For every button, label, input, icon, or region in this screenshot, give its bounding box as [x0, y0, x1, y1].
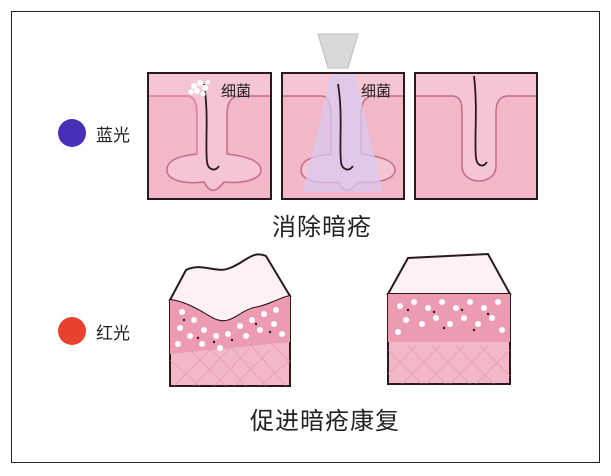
blue-light-legend: 蓝光	[58, 119, 130, 147]
blue-light-dot	[58, 119, 86, 147]
red-light-dot	[58, 317, 86, 345]
pore-illustration	[149, 74, 270, 191]
bacteria-label: 细菌	[361, 82, 392, 100]
blue-panel-irradiation: 细菌	[281, 72, 405, 200]
clear-pore-illustration	[416, 74, 536, 182]
blue-light-label: 蓝光	[96, 125, 130, 146]
red-light-label: 红光	[96, 323, 130, 344]
caption-promote-healing: 促进暗疮康复	[250, 407, 400, 435]
blue-panel-clear	[414, 72, 538, 200]
skin-block-damaged	[168, 253, 292, 387]
bacteria-label: 细菌	[221, 82, 252, 100]
blue-panel-bacteria: 细菌	[147, 72, 272, 200]
caption-eliminate-acne: 消除暗疮	[272, 213, 372, 241]
irradiated-pore-illustration	[283, 74, 403, 192]
skin-block-healed	[386, 252, 512, 385]
red-light-legend: 红光	[58, 317, 130, 345]
light-emitter-icon	[317, 33, 359, 69]
